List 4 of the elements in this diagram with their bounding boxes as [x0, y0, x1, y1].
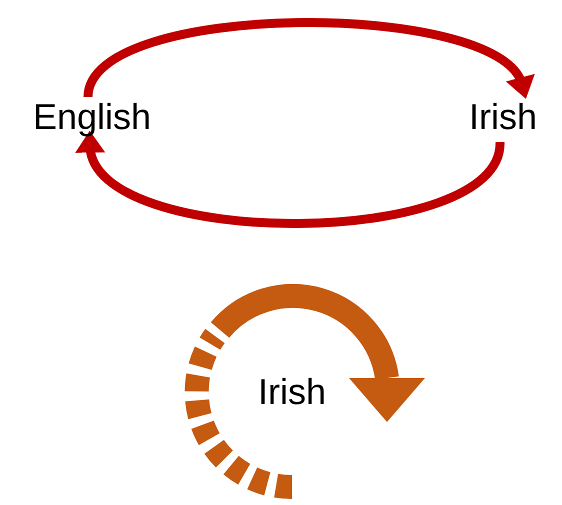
language-label: Irish — [469, 97, 537, 137]
curved-arrow — [78, 132, 504, 228]
language-label: Irish — [258, 372, 326, 412]
language-label: English — [32, 97, 152, 137]
